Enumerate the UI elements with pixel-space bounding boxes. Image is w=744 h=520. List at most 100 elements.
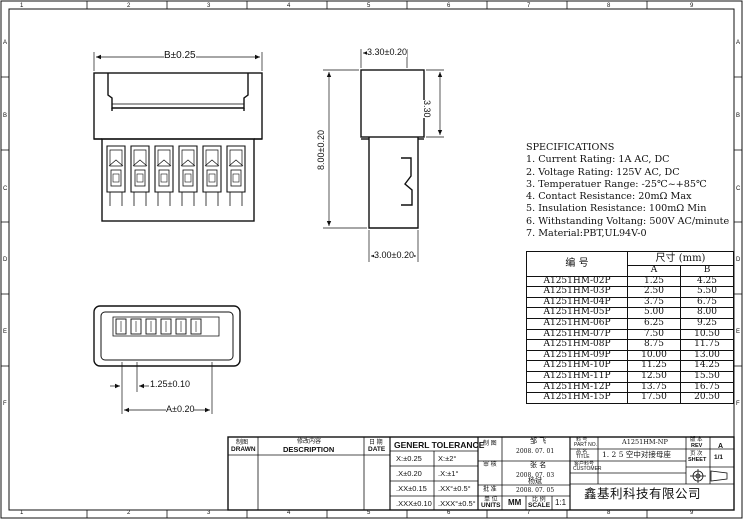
tb-unit-value: MM [508,498,522,507]
tb-customer-cn: 客户料号 [574,461,595,467]
grid-column-label: 6 [447,510,451,516]
tb-tol: X:±2° [438,454,457,463]
tb-name-value: 1. 2 5 空中对接母座 [602,450,671,459]
company-name: 鑫基利科技有限公司 [584,486,702,501]
tb-date-cn: 日 期 [369,440,383,446]
tb-signer-1: 邹 飞 [530,437,547,445]
spec-item: 7. Material:PBT,UL94V-0 [526,228,647,240]
grid-row-label: B [736,113,741,119]
tb-partno: PART NO. [574,442,598,448]
spec-item: 2. Voltage Rating: 125V AC, DC [526,166,680,178]
table-cell-part: A1251HM-06P [526,317,628,330]
dim-side-bottom: 3.00±0.20 [374,250,414,260]
tb-tol: .X±0.20 [396,469,422,478]
table-cell-a: 13.75 [627,381,681,394]
grid-row-label: C [736,186,741,192]
tb-date-2: 2008. 07. 03 [516,472,555,479]
table-cell-part: A1251HM-11P [526,370,628,383]
col-size: 尺寸 (mm) [627,251,734,266]
table-cell-part: A1251HM-07P [526,328,628,341]
grid-row-label: F [3,401,7,407]
tb-desc-cn: 修改内容 [297,439,322,445]
spec-item: 5. Insulation Resistance: 100mΩ Min [526,203,707,215]
tb-tol: .XXX±0.10 [396,499,432,508]
dim-pitch: 1.25±0.10 [150,379,190,389]
table-cell-b: 11.75 [680,339,734,351]
front-view [93,305,241,367]
tb-date-1: 2008. 07. 01 [516,448,555,455]
specifications-block: SPECIFICATIONS 1. Current Rating: 1A AC,… [526,142,729,240]
projection-symbol-icon [690,469,728,483]
table-cell-a: 1.25 [627,275,681,288]
table-cell-a: 5.00 [627,307,681,319]
dim-side-height: 3.30 [422,100,432,118]
grid-column-label: 2 [127,3,131,9]
table-cell-a: 12.50 [627,370,681,383]
spec-item: 3. Temperatuer Range: -25℃~+85℃ [526,178,707,190]
table-cell-part: A1251HM-15P [526,392,628,404]
table-cell-b: 16.75 [680,381,734,394]
spec-item: 6. Withstanding Voltang: 500V AC/minute [526,215,730,227]
table-cell-a: 8.75 [627,339,681,351]
top-contact [106,145,126,206]
tb-signer-3: 杨斌 [528,477,542,485]
front-contact [175,318,187,335]
grid-column-label: 2 [127,510,131,516]
table-cell-b: 6.75 [680,296,734,309]
table-cell-part: A1251HM-02P [526,275,628,288]
tb-signer-2: 张 名 [530,461,547,469]
table-cell-b: 8.00 [680,307,734,319]
side-view [360,69,425,229]
tb-scale-value: 1:1 [555,498,567,507]
grid-row-label: E [736,329,741,335]
grid-row-label: E [3,329,8,335]
table-cell-b: 15.50 [680,370,734,383]
table-cell-part: A1251HM-10P [526,360,628,372]
tb-tol: .X:±1° [438,469,459,478]
tb-approve-cn: 批 准 [483,487,497,493]
tb-date-3: 2008. 07. 05 [516,487,555,494]
tb-name: TITLE [576,454,590,460]
dim-total-height: 8.00±0.20 [316,130,326,170]
dim-side-top: 3.30±0.20 [367,47,407,57]
top-contact [178,145,198,206]
grid-row-label: A [736,40,741,46]
tb-rev-cn: 版 本 [690,437,703,443]
grid-column-label: 5 [367,510,371,516]
grid-column-label: 7 [527,3,531,9]
table-cell-b: 13.00 [680,349,734,362]
table-cell-a: 3.75 [627,296,681,309]
tb-desc: DESCRIPTION [283,445,335,454]
top-contact [202,145,222,206]
grid-row-label: C [3,186,8,192]
table-cell-part: A1251HM-09P [526,349,628,362]
col-part-number: 编 号 [526,251,628,277]
front-contact [160,318,172,335]
tb-drawn-cn: 制图 [236,440,249,446]
table-cell-a: 10.00 [627,349,681,362]
front-contact [145,318,157,335]
grid-row-label: D [736,257,741,263]
grid-row-label: F [736,401,740,407]
table-cell-part: A1251HM-03P [526,286,628,298]
tb-units-cn: 单 位 [484,497,498,503]
grid-column-label: 3 [207,3,211,9]
top-contact [154,145,174,206]
table-cell-b: 4.25 [680,275,734,288]
tb-sheet-cn: 页 次 [690,451,703,457]
tb-date: DATE [368,446,386,453]
grid-row-label: A [3,40,8,46]
front-contact [190,318,202,335]
table-cell-part: A1251HM-12P [526,381,628,394]
table-cell-b: 5.50 [680,286,734,298]
tb-tol: X:±0.25 [396,454,422,463]
